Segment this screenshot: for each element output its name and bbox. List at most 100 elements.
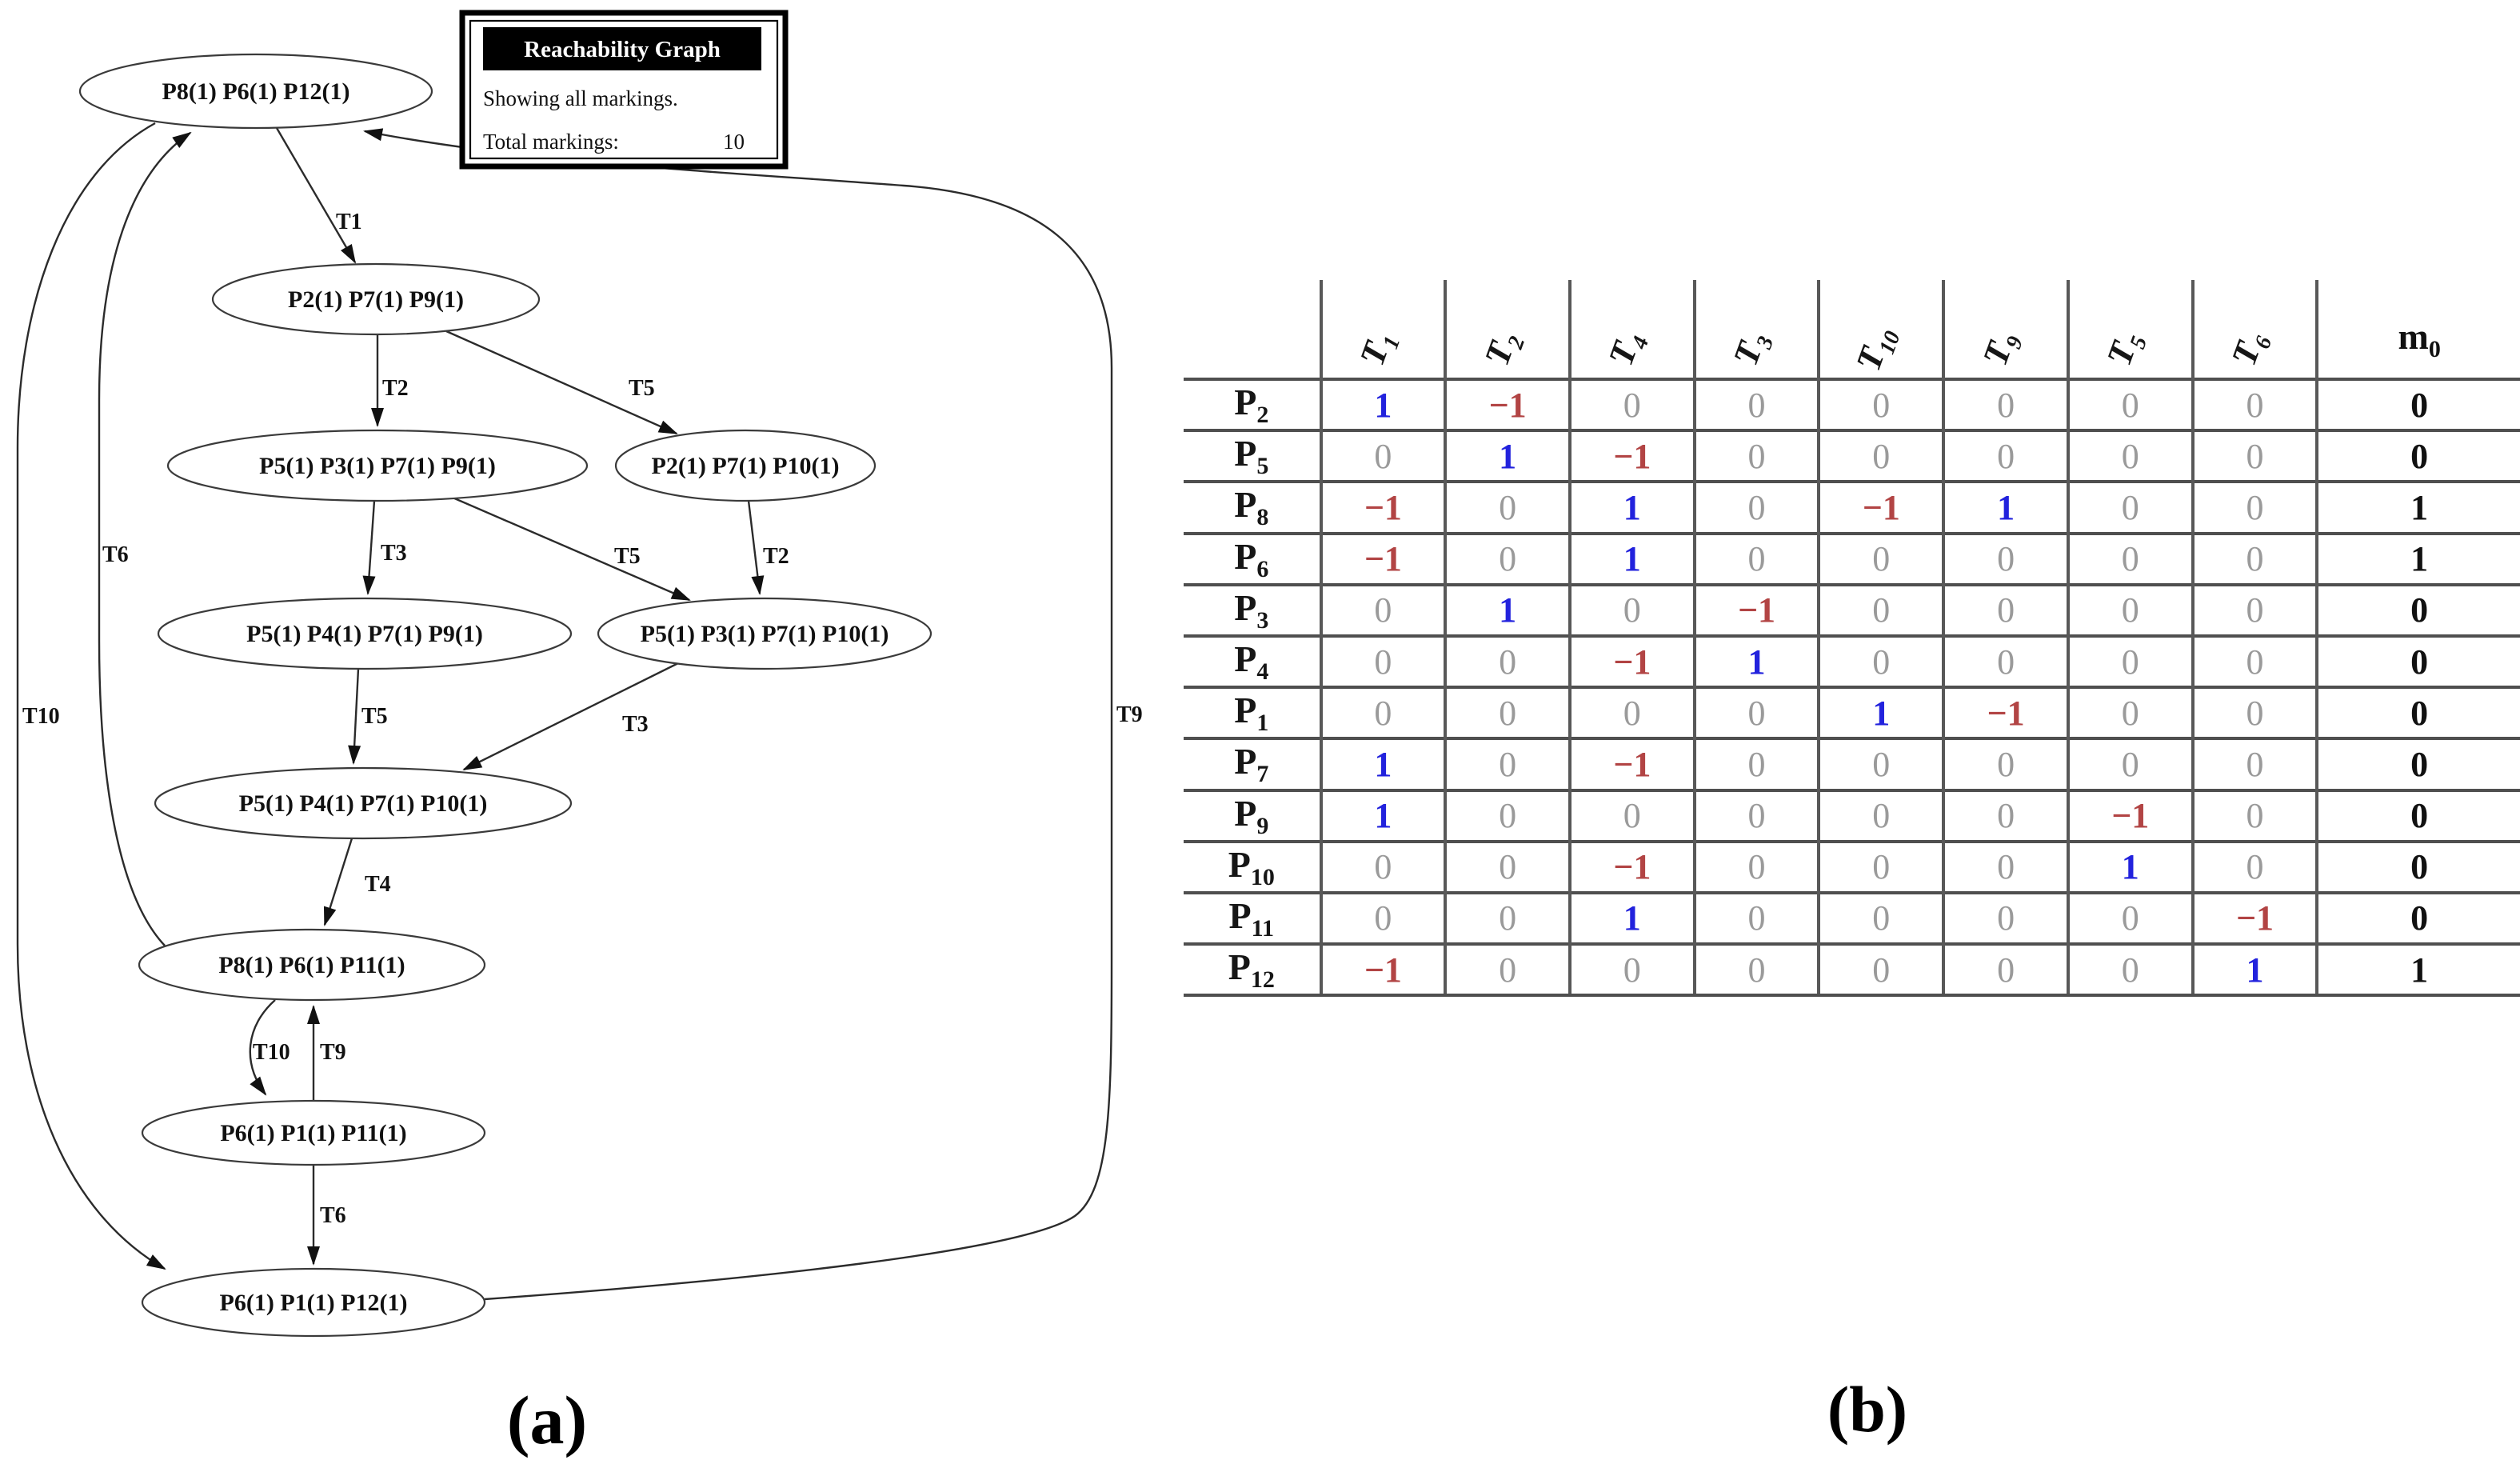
matrix-cell: −1 — [1568, 429, 1695, 482]
edge-t5b — [452, 496, 691, 602]
node-label: P2(1) P7(1) P9(1) — [288, 286, 464, 313]
matrix-cell: −1 — [1319, 531, 1446, 585]
matrix-cell: 1 — [2191, 942, 2318, 998]
matrix-cell: 0 — [1692, 531, 1819, 585]
matrix-cell: 0 — [2066, 890, 2193, 945]
matrix-cell: 0 — [1444, 942, 1570, 998]
m0-cell: 0 — [2315, 839, 2520, 893]
node-label: P5(1) P4(1) P7(1) P10(1) — [239, 790, 488, 817]
graph-node: P8(1) P6(1) P11(1) — [138, 928, 486, 1002]
graph-node: P5(1) P4(1) P7(1) P9(1) — [157, 597, 573, 670]
row-label-p2: P2 — [1184, 377, 1321, 431]
graph-node: P5(1) P3(1) P7(1) P10(1) — [597, 597, 933, 670]
row-label-p9: P9 — [1184, 788, 1321, 842]
edge-label: T5 — [361, 704, 388, 729]
matrix-cell: 0 — [1942, 429, 2068, 482]
edge-label: T9 — [1116, 702, 1143, 727]
matrix-cell: 1 — [1568, 480, 1695, 534]
edge-label: T5 — [629, 376, 655, 401]
matrix-cell: 1 — [1444, 429, 1570, 482]
matrix-cell: −1 — [1319, 942, 1446, 998]
row-label-p1: P1 — [1184, 686, 1321, 739]
matrix-cell: 0 — [1692, 890, 1819, 945]
matrix-cell: 0 — [2066, 582, 2193, 636]
node-label: P8(1) P6(1) P12(1) — [162, 78, 350, 105]
matrix-cell: 0 — [1692, 839, 1819, 893]
matrix-cell: 0 — [1942, 839, 2068, 893]
matrix-cell: 0 — [1942, 788, 2068, 842]
m0-cell: 0 — [2315, 737, 2520, 790]
matrix-cell: 0 — [2191, 839, 2318, 893]
matrix-cell: 0 — [2191, 788, 2318, 842]
graph-node: P5(1) P3(1) P7(1) P9(1) — [166, 429, 589, 502]
edge-t3a — [362, 500, 376, 595]
node-label: P5(1) P4(1) P7(1) P9(1) — [246, 621, 483, 647]
matrix-cell: −1 — [1692, 582, 1819, 636]
matrix-cell: 0 — [1692, 686, 1819, 739]
row-label-p11: P11 — [1184, 890, 1321, 945]
matrix-cell: 0 — [1942, 890, 2068, 945]
m0-cell: 1 — [2315, 480, 2520, 534]
matrix-cell: 0 — [1444, 686, 1570, 739]
matrix-cell: 0 — [2191, 686, 2318, 739]
matrix-cell: 0 — [1942, 582, 2068, 636]
matrix-cell: 0 — [1692, 429, 1819, 482]
matrix-cell: 0 — [2066, 377, 2193, 431]
legend-line1: Showing all markings. — [483, 86, 678, 110]
edge-t1 — [275, 127, 357, 264]
matrix-cell: 1 — [1942, 480, 2068, 534]
row-label-p12: P12 — [1184, 942, 1321, 998]
node-ellipse — [597, 597, 933, 670]
node-label: P8(1) P6(1) P11(1) — [218, 952, 405, 978]
edge-t10-long — [16, 122, 166, 1270]
matrix-cell: 0 — [1319, 634, 1446, 688]
node-ellipse — [141, 1267, 486, 1338]
graph-edge-labels: T1 T2 T5 T3 T5 T2 T5 T3 T4 T10 T9 T6 T6 … — [22, 210, 1143, 1228]
matrix-cell: 0 — [1817, 942, 1944, 998]
node-label: P6(1) P1(1) P12(1) — [220, 1290, 408, 1316]
column-header-t10: T10 — [1817, 280, 1944, 379]
m0-cell: 0 — [2315, 582, 2520, 636]
legend-line2-value: 10 — [723, 130, 745, 154]
matrix-cell: 0 — [1568, 377, 1695, 431]
node-label: P2(1) P7(1) P10(1) — [652, 453, 840, 479]
edge-t2b — [747, 500, 765, 595]
edge-t10-short — [249, 999, 276, 1096]
node-label: P5(1) P3(1) P7(1) P9(1) — [259, 453, 496, 479]
edge-label: T10 — [253, 1040, 290, 1065]
node-ellipse — [78, 53, 433, 130]
matrix-cell: 0 — [1817, 890, 1944, 945]
matrix-cell: −1 — [1568, 634, 1695, 688]
matrix-cell: 0 — [1444, 890, 1570, 945]
edge-label: T3 — [622, 712, 649, 737]
matrix-cell: 0 — [2066, 942, 2193, 998]
edge-label: T6 — [320, 1203, 346, 1228]
m0-cell: 0 — [2315, 377, 2520, 431]
legend-title: Reachability Graph — [524, 37, 721, 62]
node-ellipse — [154, 766, 573, 840]
matrix-cell: 0 — [2191, 634, 2318, 688]
matrix-cell: 0 — [1942, 531, 2068, 585]
column-header-t5: T5 — [2066, 280, 2193, 379]
legend-title-bar — [483, 27, 761, 70]
matrix-cell: 0 — [1692, 377, 1819, 431]
matrix-cell: 0 — [1319, 429, 1446, 482]
table-corner-cell — [1184, 280, 1321, 379]
matrix-cell: 1 — [1568, 890, 1695, 945]
column-header-t1: T1 — [1319, 280, 1446, 379]
graph-node: P8(1) P6(1) P12(1) — [78, 53, 433, 130]
column-header-t3: T3 — [1692, 280, 1819, 379]
graph-node: P2(1) P7(1) P9(1) — [211, 262, 541, 336]
matrix-cell: 0 — [1692, 942, 1819, 998]
matrix-cell: 0 — [1444, 634, 1570, 688]
graph-nodes: P8(1) P6(1) P12(1) P2(1) P7(1) P9(1) P5(… — [78, 53, 933, 1338]
matrix-cell: 1 — [1692, 634, 1819, 688]
reachability-graph: T1 T2 T5 T3 T5 T2 T5 T3 T4 T10 T9 T6 T6 … — [16, 10, 1143, 1458]
